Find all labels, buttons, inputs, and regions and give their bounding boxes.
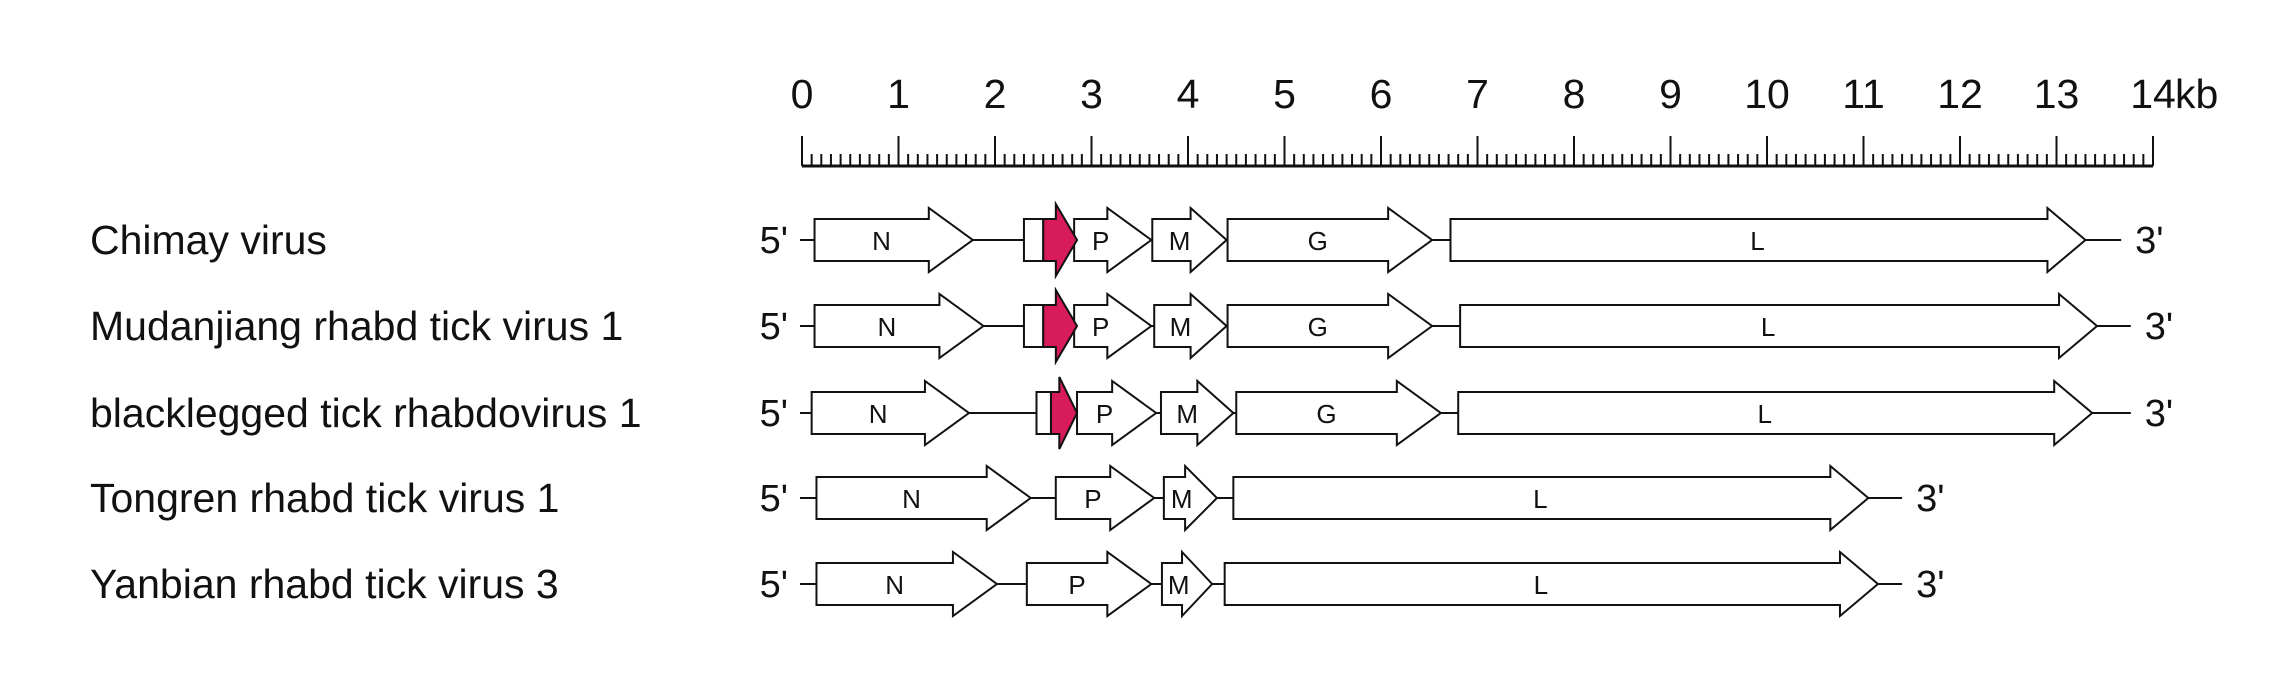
gene-arrow-p	[1076, 379, 1158, 447]
gene-label-n: N	[872, 226, 891, 256]
axis-tick-label: 7	[1466, 71, 1489, 117]
genome-row: 5' 3' N P M L	[760, 549, 1944, 619]
three-prime-end-label: 3'	[2145, 393, 2173, 435]
gene-arrow-n	[815, 550, 999, 618]
genome-row: 5' 3' N P M L	[760, 463, 1944, 533]
virus-name: blacklegged tick rhabdovirus 1	[90, 390, 642, 436]
gene-arrow-l	[1449, 205, 2088, 275]
five-prime-end-label: 5'	[760, 220, 788, 262]
gene-label-m: M	[1170, 312, 1192, 342]
gene-arrow-n	[813, 292, 986, 360]
gene-label-l: L	[1534, 570, 1548, 600]
axis-tick-label: 5	[1273, 71, 1296, 117]
three-prime-end-label: 3'	[1916, 564, 1944, 606]
gene-label-p: P	[1092, 312, 1109, 342]
five-prime-end-label: 5'	[760, 393, 788, 435]
gene-arrow-l	[1457, 378, 2094, 448]
three-prime-end-label: 3'	[2135, 220, 2163, 262]
gene-label-m: M	[1169, 226, 1191, 256]
gene-label-l: L	[1758, 399, 1772, 429]
gene-label-g: G	[1308, 312, 1328, 342]
genome-row: 5' 3' N P M G L	[760, 376, 2173, 450]
virus-name: Yanbian rhabd tick virus 3	[90, 561, 559, 607]
genome-row: 5' 3' N P M G L	[760, 286, 2173, 366]
gene-arrow-m	[1160, 549, 1214, 619]
gene-arrow-m	[1159, 378, 1235, 448]
axis-tick-label: 14	[2130, 71, 2176, 117]
axis-tick-label: 8	[1563, 71, 1586, 117]
five-prime-end-label: 5'	[760, 306, 788, 348]
gene-label-p: P	[1096, 399, 1113, 429]
gene-label-p: P	[1092, 226, 1109, 256]
gene-arrow-l	[1232, 463, 1870, 533]
virus-name: Mudanjiang rhabd tick virus 1	[90, 303, 623, 349]
gene-label-n: N	[885, 570, 904, 600]
gene-arrow-g	[1226, 292, 1434, 360]
gene-arrow-n	[810, 379, 971, 447]
accessory-orf-box	[1022, 304, 1045, 348]
axis-tick-label: 13	[2034, 71, 2080, 117]
gene-arrow-l	[1459, 291, 2099, 361]
gene-label-g: G	[1316, 399, 1336, 429]
gene-label-m: M	[1171, 484, 1193, 514]
axis-unit-label: kb	[2175, 71, 2218, 117]
five-prime-end-label: 5'	[760, 564, 788, 606]
gene-label-p: P	[1084, 484, 1101, 514]
axis-tick-label: 3	[1080, 71, 1103, 117]
axis-tick-label: 11	[1842, 71, 1885, 117]
gene-label-l: L	[1750, 226, 1764, 256]
gene-arrow-n	[813, 206, 975, 274]
accessory-gene-arrow	[1042, 200, 1079, 280]
gene-label-m: M	[1168, 570, 1190, 600]
three-prime-end-label: 3'	[1916, 478, 1944, 520]
gene-label-g: G	[1308, 226, 1328, 256]
gene-label-n: N	[869, 399, 888, 429]
accessory-gene-arrow	[1049, 376, 1079, 450]
gene-arrow-l	[1223, 549, 1880, 619]
gene-label-n: N	[877, 312, 896, 342]
axis-tick-label: 2	[984, 71, 1007, 117]
axis-tick-label: 12	[1937, 71, 1983, 117]
gene-arrow-p	[1073, 206, 1154, 274]
gene-arrow-p	[1054, 464, 1156, 532]
axis-tick-label: 6	[1370, 71, 1393, 117]
gene-label-p: P	[1068, 570, 1085, 600]
gene-label-m: M	[1176, 399, 1198, 429]
gene-arrow-n	[815, 464, 1033, 532]
gene-label-n: N	[902, 484, 921, 514]
five-prime-end-label: 5'	[760, 478, 788, 520]
genome-maps: 5' 3' N P M G L 5' 3' N P M G L 5' 3' N P M G L 5' 3' N P M L 5' 3' N…	[760, 200, 2173, 619]
accessory-orf-box	[1035, 391, 1052, 435]
accessory-orf-box	[1022, 218, 1045, 262]
gene-arrow-m	[1162, 463, 1219, 533]
three-prime-end-label: 3'	[2145, 306, 2173, 348]
axis-tick-label: 0	[791, 71, 814, 117]
gene-arrow-m	[1153, 291, 1229, 361]
accessory-gene-arrow	[1042, 286, 1079, 366]
axis-tick-label: 9	[1659, 71, 1682, 117]
gene-label-l: L	[1533, 484, 1547, 514]
gene-arrow-p	[1073, 292, 1154, 360]
genome-row: 5' 3' N P M G L	[760, 200, 2164, 280]
gene-arrow-g	[1235, 379, 1443, 447]
gene-arrow-p	[1025, 550, 1154, 618]
gene-label-l: L	[1761, 312, 1775, 342]
gene-arrow-g	[1226, 206, 1434, 274]
virus-name: Chimay virus	[90, 217, 327, 263]
gene-arrow-m	[1151, 205, 1229, 275]
axis-tick-label: 10	[1744, 71, 1790, 117]
axis-tick-label: 4	[1177, 71, 1200, 117]
axis-tick-label: 1	[887, 71, 910, 117]
virus-name: Tongren rhabd tick virus 1	[90, 475, 559, 521]
